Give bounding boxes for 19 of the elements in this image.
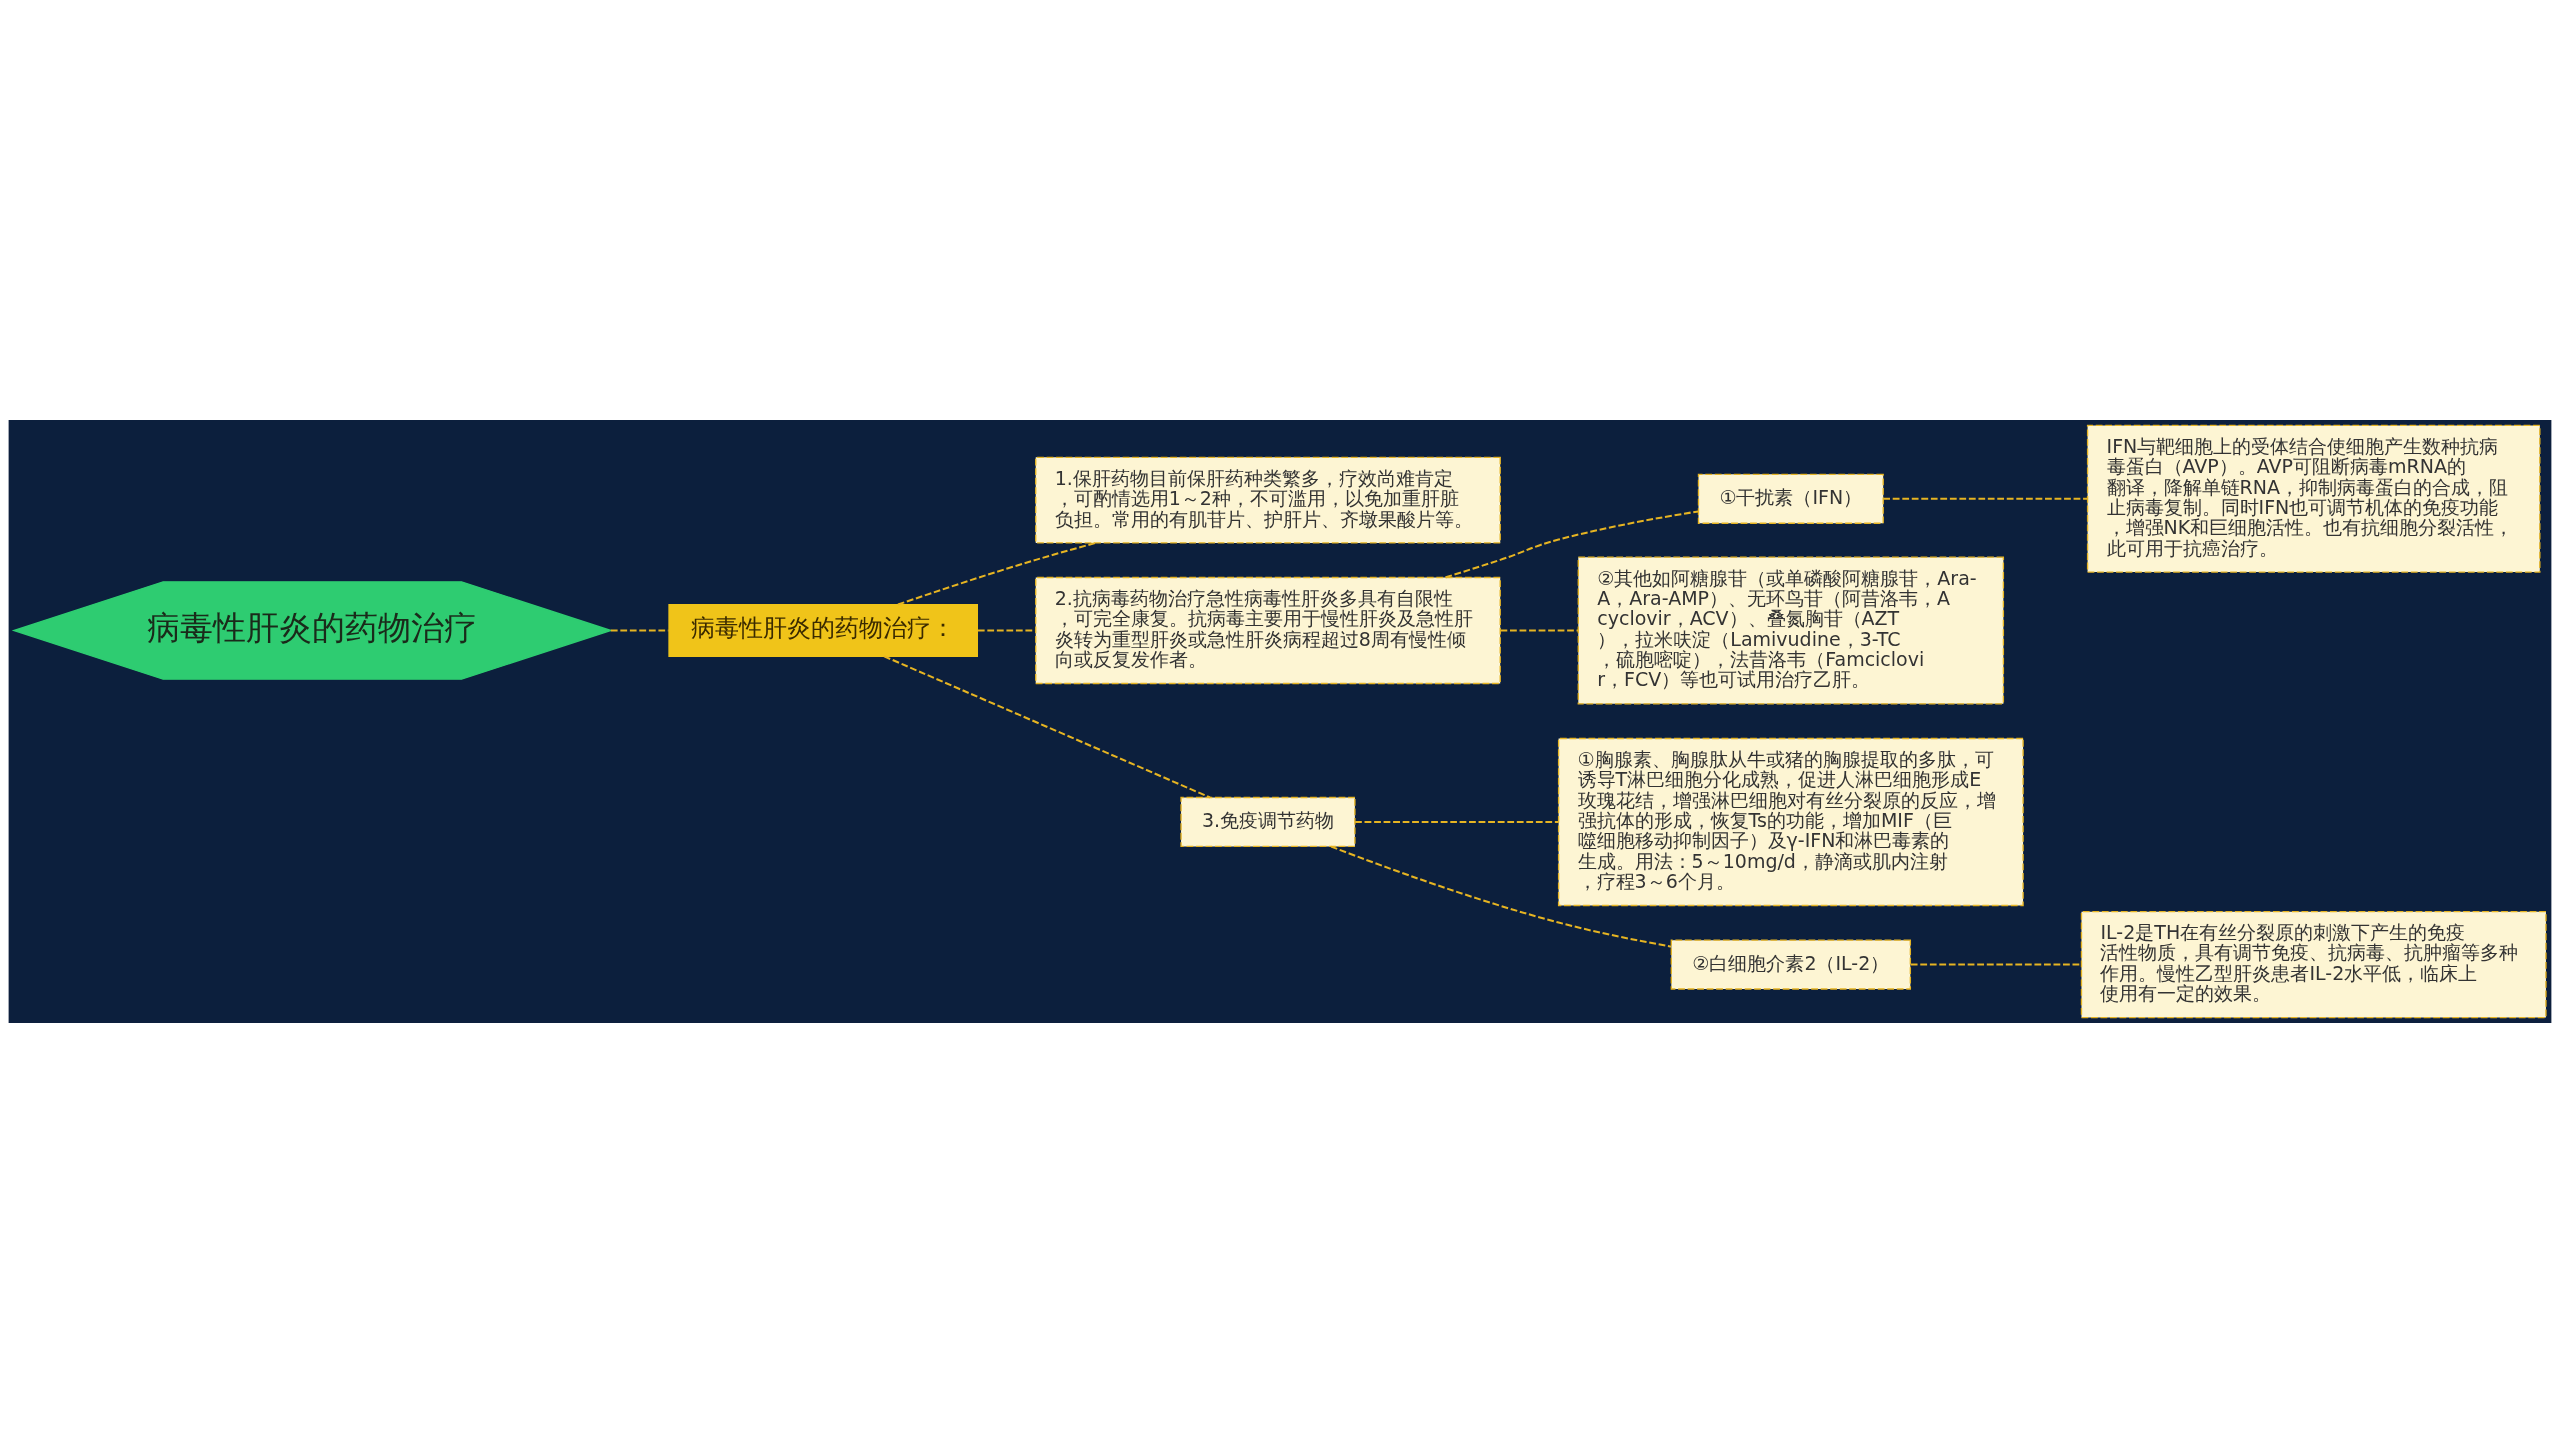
node-box: ②白细胞介素2（IL-2） <box>1670 939 1912 990</box>
node-box: ①胸腺素、胸腺肽从牛或猪的胸腺提取的多肽，可诱导T淋巴细胞分化成熟，促进人淋巴细胞形成E玫瑰花结，增强淋巴细胞对有丝分裂原的反应，增强抗体的形成，恢复Ts的功能，增加MIF（巨噬细胞移动抑制因子）及γ-IFN和淋巴毒素的生成。用法：5～10mg/d，静滴或肌内注射，疗程3～6个月。 <box>1557 737 2024 906</box>
connector <box>1355 820 1559 823</box>
connector <box>1500 629 1578 632</box>
connector <box>1883 497 2088 500</box>
node-box: IL-2是TH在有丝分裂原的刺激下产生的免疫活性物质，具有调节免疫、抗病毒、抗肿瘤等多种作用。慢性乙型肝炎患者IL-2水平低，临床上使用有一定的效果。 <box>2080 910 2547 1018</box>
connector <box>897 541 1096 606</box>
node-box: 1.保肝药物目前保肝药种类繁多，疗效尚难肯定，可酌情选用1～2种，不可滥用，以免加重肝脏负担。常用的有肌苷片、护肝片、齐墩果酸片等。 <box>1035 456 1501 544</box>
node-box: IFN与靶细胞上的受体结合使细胞产生数种抗病毒蛋白（AVP）。AVP可阻断病毒mRNA的翻译，降解单链RNA，抑制病毒蛋白的合成，阻止病毒复制。同时IFN也可调节机体的免疫功能，增强NK和巨细胞活性。也有抗细胞分裂活性，此可用于抗癌治疗。 <box>2086 424 2541 573</box>
node-box: ②其他如阿糖腺苷（或单磷酸阿糖腺苷，Ara-A，Ara-AMP）、无环鸟苷（阿昔洛韦，Acyclovir，ACV）、叠氮胸苷（AZT），拉米呋淀（Lamivudine，3-TC，硫胞嘧啶），法昔洛韦（Famciclovir，FCV）等也可试用治疗乙肝。 <box>1577 556 2005 704</box>
connector <box>1445 509 1699 578</box>
connector <box>1330 845 1672 948</box>
node-box: ①干扰素（IFN） <box>1697 473 1884 524</box>
node-box: 3.免疫调节药物 <box>1180 796 1356 847</box>
connector <box>883 654 1211 798</box>
node-box: 病毒性肝炎的药物治疗： <box>668 603 978 657</box>
connector <box>1910 963 2082 966</box>
connector <box>977 629 1036 632</box>
node-box: 2.抗病毒药物治疗急性病毒性肝炎多具有自限性，可完全康复。抗病毒主要用于慢性肝炎及急性肝炎转为重型肝炎或急性肝炎病程超过8周有慢性倾向或反复发作者。 <box>1035 576 1501 684</box>
